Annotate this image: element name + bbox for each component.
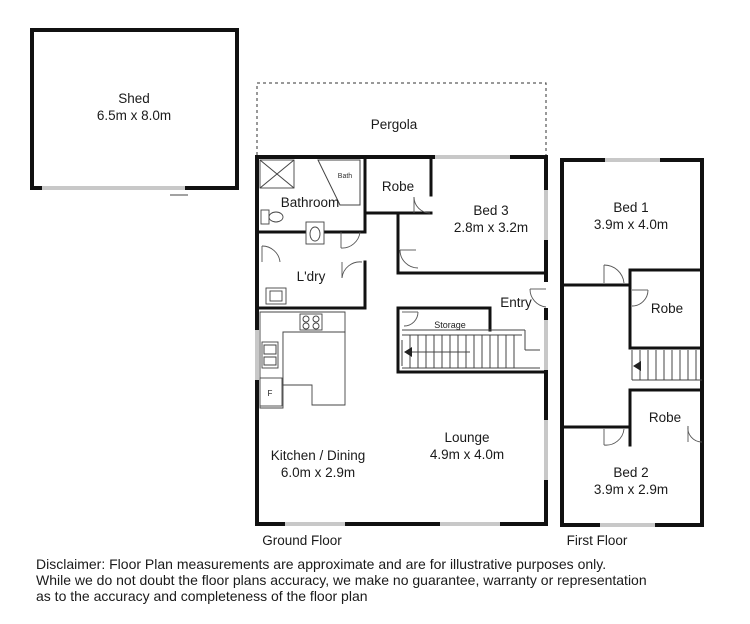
disclaimer-line-1: Disclaimer: Floor Plan measurements are … — [36, 556, 607, 572]
toilet-cistern — [260, 209, 270, 225]
first-floor-caption: First Floor — [567, 533, 628, 548]
kitchen-label: Kitchen / Dining — [271, 448, 366, 463]
robe1-door — [631, 289, 649, 307]
bed2-door — [603, 428, 625, 446]
ground-floor-caption: Ground Floor — [262, 533, 342, 548]
robe-ground-label: Robe — [382, 179, 414, 194]
kitchen-sink — [261, 341, 279, 369]
storage-label: Storage — [434, 320, 466, 330]
robe2-door — [687, 425, 703, 443]
pergola-outline — [256, 82, 547, 158]
bed1-label: Bed 1 — [613, 200, 648, 215]
robe-door — [413, 196, 431, 214]
shed: Shed 6.5m x 8.0m — [30, 28, 239, 196]
first-floor: Bed 1 3.9m x 4.0m Robe Robe — [560, 158, 704, 527]
lounge-size: 4.9m x 4.0m — [430, 447, 504, 462]
first-floor-stairs — [631, 350, 702, 381]
ground-floor: Bath Bathroom L'dry Robe Bed 3 2.8m x 3.… — [255, 155, 548, 526]
vanity-basin — [309, 226, 321, 242]
bath — [317, 159, 361, 206]
bed3-label: Bed 3 — [473, 203, 508, 218]
pergola: Pergola — [256, 82, 547, 158]
bath-label: Bath — [338, 173, 353, 180]
pergola-label: Pergola — [371, 117, 418, 132]
fridge — [259, 377, 283, 407]
laundry-label: L'dry — [297, 269, 326, 284]
bed3-size: 2.8m x 3.2m — [454, 220, 528, 235]
ground-stairs — [401, 334, 540, 369]
bed2-label: Bed 2 — [613, 465, 648, 480]
kitchen-size: 6.0m x 2.9m — [281, 465, 355, 480]
bed2-size: 3.9m x 2.9m — [594, 482, 668, 497]
bathroom-label: Bathroom — [281, 195, 340, 210]
bed3-door — [399, 249, 419, 269]
entry-door — [529, 288, 547, 308]
entry-label: Entry — [500, 295, 532, 310]
robe-first-1-label: Robe — [651, 301, 683, 316]
fridge-label: F — [268, 389, 273, 398]
laundry-door — [261, 245, 281, 263]
bed1-door — [603, 264, 625, 284]
disclaimer-line-3: as to the accuracy and completeness of t… — [36, 588, 368, 604]
bed1-size: 3.9m x 4.0m — [594, 217, 668, 232]
disclaimer-line-2: While we do not doubt the floor plans ac… — [36, 572, 647, 588]
robe-first-2-label: Robe — [649, 410, 681, 425]
storage-door — [403, 311, 419, 327]
cooktop — [299, 313, 323, 331]
stair-arrow — [404, 347, 412, 357]
bathroom-door — [340, 231, 361, 249]
shed-size: 6.5m x 8.0m — [97, 108, 171, 123]
lounge-label: Lounge — [444, 430, 489, 445]
toilet-bowl — [268, 211, 284, 223]
kitchen-island — [282, 331, 346, 406]
disclaimer: Disclaimer: Floor Plan measurements are … — [36, 556, 736, 604]
upper-stair-arrow — [633, 361, 641, 371]
laundry-side-door — [341, 261, 363, 279]
shed-label: Shed — [118, 91, 150, 106]
